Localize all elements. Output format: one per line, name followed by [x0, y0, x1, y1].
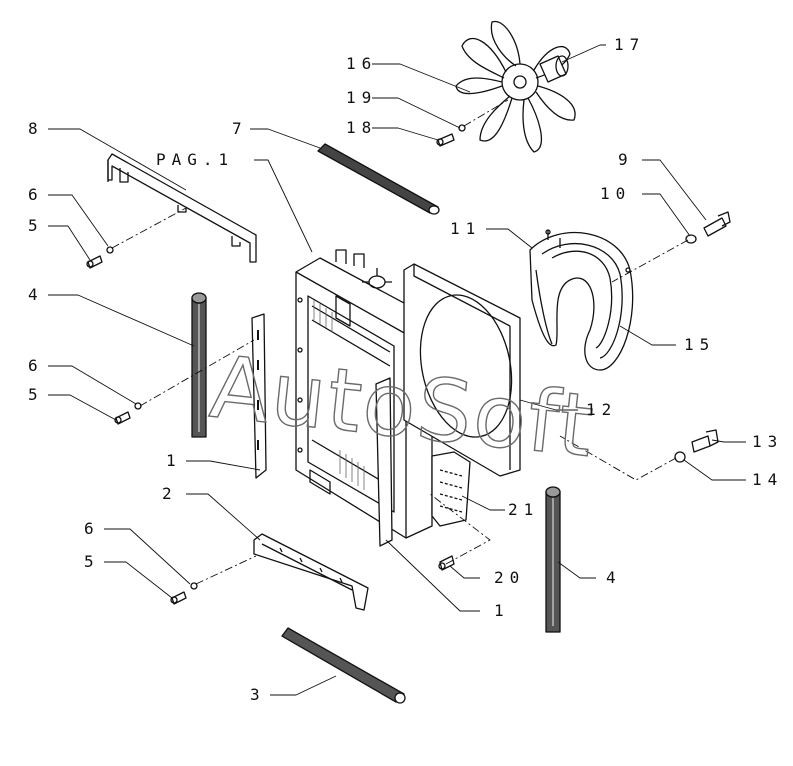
- callout-6: 6: [28, 356, 44, 375]
- assembly-lines: [111, 99, 689, 585]
- part-5-bolt-top: [86, 255, 103, 269]
- part-4-left-strip: [191, 292, 207, 438]
- callout-9: 9: [618, 150, 634, 169]
- callout-2: 2: [162, 484, 178, 503]
- callout-4: 4: [28, 285, 44, 304]
- radiator-assembly: [295, 249, 433, 547]
- callout-20: 20: [494, 568, 525, 587]
- callout-labels: 8 7 6 5 4 6 5 1 2 6 5 3 16 19 18 17 PAG.…: [28, 35, 783, 704]
- callout-3: 3: [250, 685, 266, 704]
- part-15-fan-guard: [529, 229, 634, 371]
- callout-6: 6: [28, 185, 44, 204]
- callout-8: 8: [28, 119, 44, 138]
- callout-6: 6: [84, 519, 100, 538]
- callout-pag1: PAG.1: [156, 150, 234, 169]
- callout-5: 5: [84, 552, 100, 571]
- part-6-washer-top: [106, 246, 114, 254]
- callout-12: 12: [586, 400, 617, 419]
- part-21-small-grille: [431, 451, 471, 527]
- part-14-washer: [674, 451, 686, 463]
- part-8-top-bracket: [107, 153, 257, 263]
- callout-1: 1: [494, 601, 510, 620]
- part-5-bolt-low: [170, 591, 187, 605]
- part-6-washer-mid: [134, 402, 142, 410]
- part-16-fan: [455, 21, 576, 153]
- callout-19: 19: [346, 88, 377, 107]
- callout-13: 13: [752, 432, 783, 451]
- callout-11: 11: [450, 219, 481, 238]
- callout-18: 18: [346, 118, 377, 137]
- callout-14: 14: [752, 470, 783, 489]
- part-10-washer: [685, 234, 697, 244]
- part-9-bolt: [703, 211, 731, 237]
- part-4-right-strip: [545, 486, 561, 633]
- part-1-side-plate-left: [251, 313, 267, 479]
- part-17-hub: [539, 55, 569, 83]
- callout-1: 1: [166, 451, 182, 470]
- part-18-bolt: [436, 133, 455, 147]
- callout-5: 5: [28, 385, 44, 404]
- part-7-rubber-strip: [317, 143, 440, 215]
- callout-4: 4: [606, 568, 622, 587]
- part-5-bolt-mid: [114, 411, 131, 425]
- callout-17: 17: [614, 35, 645, 54]
- callout-7: 7: [232, 119, 248, 138]
- leader-lines: [48, 44, 746, 696]
- callout-5: 5: [28, 216, 44, 235]
- part-6-washer-low: [190, 582, 198, 590]
- part-3-bottom-strip: [281, 627, 406, 704]
- callout-21: 21: [508, 500, 539, 519]
- part-13-bolt: [691, 429, 719, 453]
- callout-10: 10: [600, 184, 631, 203]
- callout-15: 15: [684, 335, 715, 354]
- part-12-fan-shroud: [403, 263, 521, 477]
- part-2-lower-deflector: [253, 533, 369, 611]
- callout-16: 16: [346, 54, 377, 73]
